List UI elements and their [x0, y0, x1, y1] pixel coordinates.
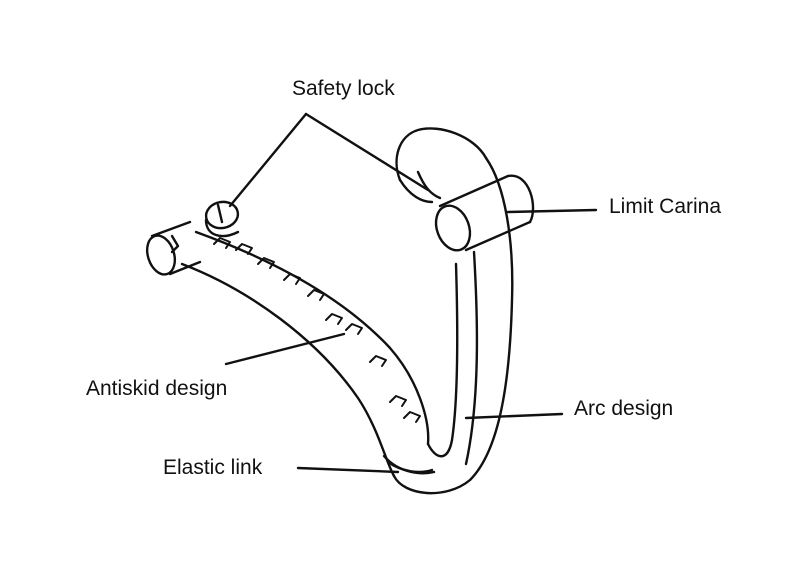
elastic-link-slot — [382, 454, 436, 475]
antiskid-teeth — [213, 237, 421, 423]
leader-limit-carina — [506, 208, 598, 214]
leader-arc-design — [464, 412, 564, 420]
leader-safety-lock-left — [228, 112, 308, 208]
label-safety-lock: Safety lock — [292, 77, 395, 100]
label-antiskid-design: Antiskid design — [86, 377, 228, 400]
safety-lock-right — [204, 200, 240, 238]
safety-lock-left — [145, 220, 202, 276]
label-limit-carina: Limit Carina — [609, 195, 722, 218]
limit-carina — [398, 170, 535, 252]
leader-elastic-link — [296, 466, 400, 474]
label-arc-design: Arc design — [574, 397, 674, 420]
label-elastic-link: Elastic link — [163, 456, 263, 479]
leader-antiskid-design — [224, 332, 346, 366]
clip-body — [180, 127, 514, 495]
leader-safety-lock-right — [304, 112, 430, 192]
